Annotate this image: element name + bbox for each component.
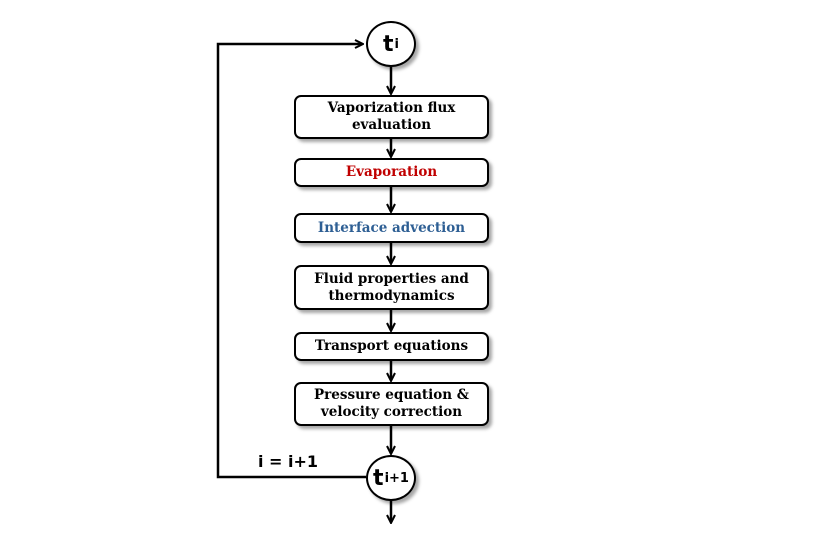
end-node-subscript: i+1	[384, 470, 409, 486]
loop-back-arrow	[216, 44, 366, 479]
step-interface-advection: Interface advection	[294, 213, 489, 243]
step-pressure-equation: Pressure equation &velocity correction	[294, 382, 489, 426]
step-5-label: Transport equations	[314, 338, 469, 354]
step-4-line-1: Fluid properties and	[314, 270, 469, 287]
step-1-line-1: Vaporization flux	[327, 100, 456, 116]
start-node-subscript: i	[394, 36, 399, 52]
start-node-label: t	[383, 31, 394, 57]
loop-counter-label: i = i+1	[258, 452, 319, 471]
step-evaporation: Evaporation	[294, 158, 489, 187]
step-transport-equations: Transport equations	[294, 332, 489, 361]
step-2-label: Evaporation	[345, 164, 438, 180]
step-6-line-2: velocity correction	[320, 404, 463, 420]
step-4-line-2: thermodynamics	[328, 287, 455, 304]
end-node-label: t	[373, 465, 384, 491]
step-1-line-2: evaluation	[351, 117, 432, 133]
step-6-line-1: Pressure equation &	[314, 387, 469, 403]
step-3-label: Interface advection	[317, 219, 466, 236]
